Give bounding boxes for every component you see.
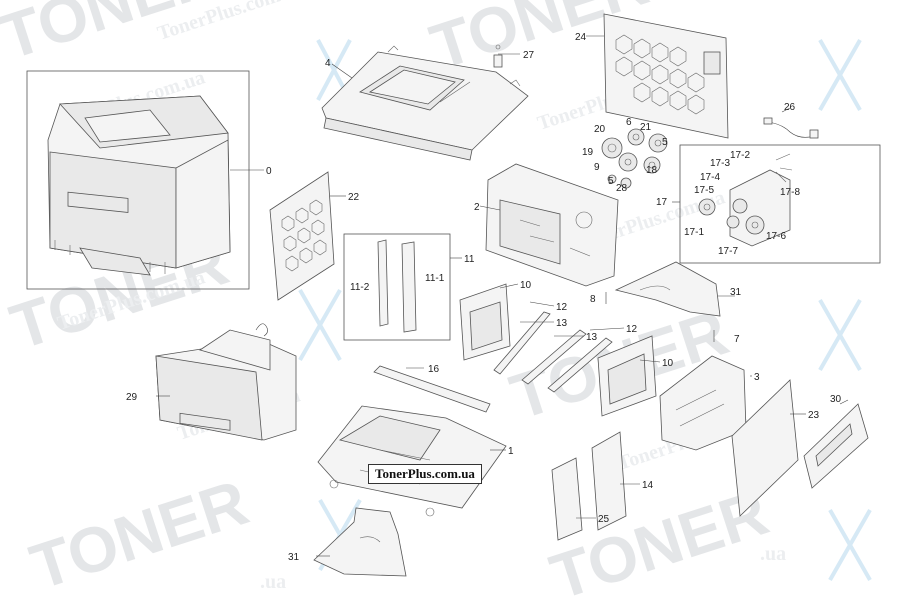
callout-4: 4 <box>325 58 331 69</box>
rail-group-right <box>597 335 657 417</box>
callout-9: 9 <box>594 162 600 173</box>
callout-6: 6 <box>626 117 632 128</box>
callout-18: 18 <box>646 165 658 176</box>
part-31-guide-lower <box>313 507 407 577</box>
callout-14: 14 <box>642 480 654 491</box>
callout-11: 11 <box>464 254 475 265</box>
gear-group <box>601 128 668 189</box>
part-17-drive-assembly <box>679 144 881 264</box>
callout-10a: 10 <box>520 280 532 291</box>
part-14-plate <box>591 431 627 531</box>
part-23-front-cover <box>731 379 799 517</box>
callout-12b: 12 <box>626 324 638 335</box>
callout-7: 7 <box>734 334 740 345</box>
callout-12a: 12 <box>556 302 568 313</box>
part-4-top-frame <box>321 45 529 161</box>
part-16-rail <box>373 365 491 413</box>
callout-29: 29 <box>126 392 138 403</box>
part-26-cable <box>763 117 819 139</box>
callout-22: 22 <box>348 192 360 203</box>
callout-13a: 13 <box>556 318 568 329</box>
part-31-guide-upper <box>614 261 721 317</box>
rail-group-left <box>459 283 613 393</box>
callout-17-2: 17-2 <box>730 150 750 161</box>
callout-16: 16 <box>428 364 440 375</box>
callout-3: 3 <box>754 372 760 383</box>
part-2-side-frame <box>485 163 619 287</box>
callout-17-3: 17-3 <box>710 158 730 169</box>
callout-5a: 5 <box>662 137 668 148</box>
callout-20: 20 <box>594 124 606 135</box>
callout-13b: 13 <box>586 332 598 343</box>
callout-labels: 0 4 27 24 26 20 6 21 5 19 18 9 5 28 2 22… <box>126 32 842 563</box>
leader-lines <box>156 35 849 557</box>
callout-11-1: 11-1 <box>425 273 445 284</box>
callout-26: 26 <box>784 102 796 113</box>
callout-17: 17 <box>656 197 668 208</box>
callout-24: 24 <box>575 32 587 43</box>
callout-17-1: 17-1 <box>684 227 704 238</box>
part-1-base-frame <box>317 405 507 517</box>
callout-1: 1 <box>508 446 514 457</box>
callout-0: 0 <box>266 166 272 177</box>
part-22-side-cover <box>269 171 335 301</box>
callout-19: 19 <box>582 147 594 158</box>
part-24-rear-cover <box>603 13 729 139</box>
watermark-brand: TONER <box>22 466 256 598</box>
part-30-drawer-front <box>803 403 869 489</box>
watermark-site: .ua <box>260 571 286 593</box>
callout-17-8: 17-8 <box>780 187 800 198</box>
callout-21: 21 <box>640 122 652 133</box>
callout-23: 23 <box>808 410 820 421</box>
part-27-pin <box>493 44 503 68</box>
callout-17-4: 17-4 <box>700 172 720 183</box>
part-11-rail-bracket-set <box>343 233 451 341</box>
callout-31a: 31 <box>730 287 742 298</box>
callout-17-7: 17-7 <box>718 246 738 257</box>
callout-27: 27 <box>523 50 535 61</box>
callout-2: 2 <box>474 202 480 213</box>
callout-28: 28 <box>616 183 628 194</box>
watermark-site: .ua <box>760 543 786 565</box>
callout-5b: 5 <box>608 176 614 187</box>
callout-25: 25 <box>598 514 610 525</box>
site-banner: TonerPlus.com.ua <box>368 464 482 484</box>
part-0-cabinet <box>26 70 250 290</box>
part-25-plate <box>551 457 583 541</box>
callout-10b: 10 <box>662 358 674 369</box>
part-3-bracket <box>659 355 747 451</box>
callout-17-5: 17-5 <box>694 185 714 196</box>
callout-8: 8 <box>590 294 596 305</box>
callout-31b: 31 <box>288 552 300 563</box>
callout-11-2: 11-2 <box>350 282 370 293</box>
callout-17-6: 17-6 <box>766 231 786 242</box>
part-29-cassette <box>155 323 297 441</box>
callout-30: 30 <box>830 394 842 405</box>
